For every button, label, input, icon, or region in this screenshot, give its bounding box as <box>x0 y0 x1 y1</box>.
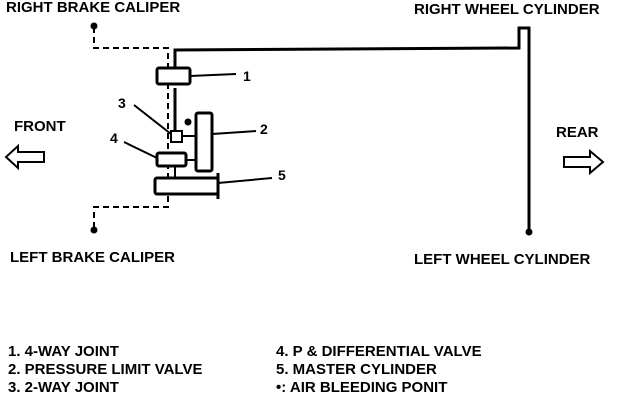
legend-item: 4. P & DIFFERENTIAL VALVE <box>276 343 482 360</box>
leader-3 <box>133 104 172 135</box>
bleed-point-right-caliper <box>90 22 98 30</box>
callout-2: 2 <box>260 121 268 137</box>
left-caliper-dashed-line <box>93 196 169 228</box>
leader-5 <box>217 177 273 184</box>
four-way-joint <box>155 66 192 86</box>
p-and-differential-valve <box>155 151 188 168</box>
leader-1 <box>189 73 237 77</box>
legend-item: •: AIR BLEEDING PONIT <box>276 379 448 396</box>
legend-right: 4. P & DIFFERENTIAL VALVE 5. MASTER CYLI… <box>276 343 482 397</box>
two-way-joint <box>170 130 183 143</box>
callout-4: 4 <box>110 130 118 146</box>
rear-arrow-icon <box>563 148 605 176</box>
legend-left: 1. 4-WAY JOINT 2. PRESSURE LIMIT VALVE 3… <box>8 343 202 397</box>
callout-5: 5 <box>278 167 286 183</box>
rear-label: REAR <box>556 124 599 141</box>
legend-item: 3. 2-WAY JOINT <box>8 379 119 396</box>
left-brake-caliper-label: LEFT BRAKE CALIPER <box>10 249 175 266</box>
right-wheel-cylinder-label: RIGHT WHEEL CYLINDER <box>414 1 600 18</box>
pressure-limit-valve <box>194 111 214 173</box>
front-label: FRONT <box>14 118 66 135</box>
bleed-point-pressure-valve <box>184 118 192 126</box>
master-cylinder <box>153 176 220 196</box>
bleed-point-left-wheel-cylinder <box>525 228 533 236</box>
right-caliper-dashed-line <box>93 27 169 178</box>
left-wheel-cylinder-label: LEFT WHEEL CYLINDER <box>414 251 591 268</box>
leader-4 <box>123 141 158 159</box>
rear-brake-line <box>173 26 531 230</box>
legend-item: 1. 4-WAY JOINT <box>8 343 119 360</box>
bleed-point-left-caliper <box>90 226 98 234</box>
right-brake-caliper-label: RIGHT BRAKE CALIPER <box>6 0 180 16</box>
legend-item: 5. MASTER CYLINDER <box>276 361 437 378</box>
front-arrow-icon <box>4 143 45 171</box>
callout-3: 3 <box>118 95 126 111</box>
legend-item: 2. PRESSURE LIMIT VALVE <box>8 361 203 378</box>
leader-2 <box>211 130 257 135</box>
callout-1: 1 <box>243 68 251 84</box>
